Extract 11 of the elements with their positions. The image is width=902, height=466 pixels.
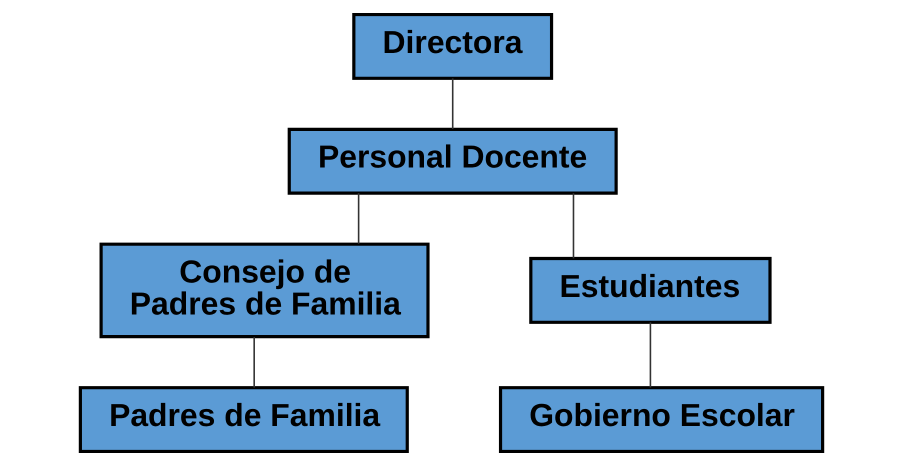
- connector: [572, 193, 574, 258]
- node-box: Estudiantes: [528, 256, 772, 324]
- node-box: Directora: [352, 12, 553, 80]
- connector: [252, 337, 254, 388]
- node-box: Consejo de Padres de Familia: [99, 242, 430, 338]
- connector: [451, 78, 453, 130]
- node-box: Personal Docente: [287, 128, 618, 195]
- connector: [357, 193, 359, 244]
- node-box: Padres de Familia: [78, 386, 408, 454]
- connector: [649, 322, 651, 388]
- node-box: Gobierno Escolar: [498, 386, 824, 454]
